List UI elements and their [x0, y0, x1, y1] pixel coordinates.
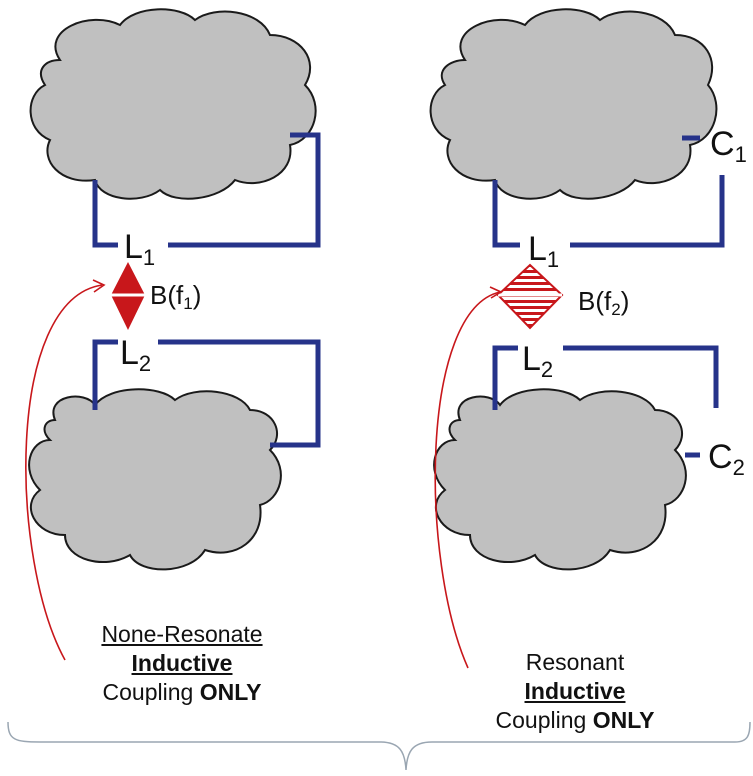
right-field-diamond [496, 263, 564, 330]
left-top-cloud [29, 8, 317, 200]
left-bottom-wire [92, 339, 321, 448]
right-coupling-arrow [434, 291, 501, 669]
right-coupling-arrowhead [489, 286, 503, 299]
left-l2-label: L2 [120, 334, 152, 376]
right-top-wire [492, 135, 725, 248]
right-bottom-wire [492, 345, 719, 458]
right-l1-label: L1 [528, 230, 560, 272]
left-caption-line1: None-Resonate [101, 621, 263, 647]
right-caption-line3: Coupling ONLY [495, 707, 655, 733]
right-l2-label: L2 [522, 340, 554, 382]
left-coupling-arrowhead [92, 279, 106, 293]
right-caption: Resonant Inductive Coupling ONLY [455, 648, 695, 735]
left-caption-line3: Coupling ONLY [102, 679, 262, 705]
right-c2-label: C2 [708, 438, 745, 480]
left-bottom-cloud [28, 388, 282, 571]
right-caption-line2: Inductive [524, 678, 626, 704]
left-l1-label: L1 [124, 228, 156, 270]
right-c1-label: C1 [710, 125, 747, 167]
left-field-label: B(f1) [150, 280, 202, 313]
right-top-cloud [429, 8, 718, 200]
right-field-label: B(f2) [578, 286, 630, 319]
grouping-brace [7, 721, 751, 771]
left-coupling-arrow [25, 284, 103, 661]
left-caption-line2: Inductive [131, 650, 233, 676]
left-field-diamond [111, 262, 145, 330]
right-bottom-cloud [433, 388, 687, 571]
left-top-wire [92, 132, 321, 248]
left-caption: None-Resonate Inductive Coupling ONLY [62, 620, 302, 707]
right-caption-line1: Resonant [525, 649, 625, 675]
